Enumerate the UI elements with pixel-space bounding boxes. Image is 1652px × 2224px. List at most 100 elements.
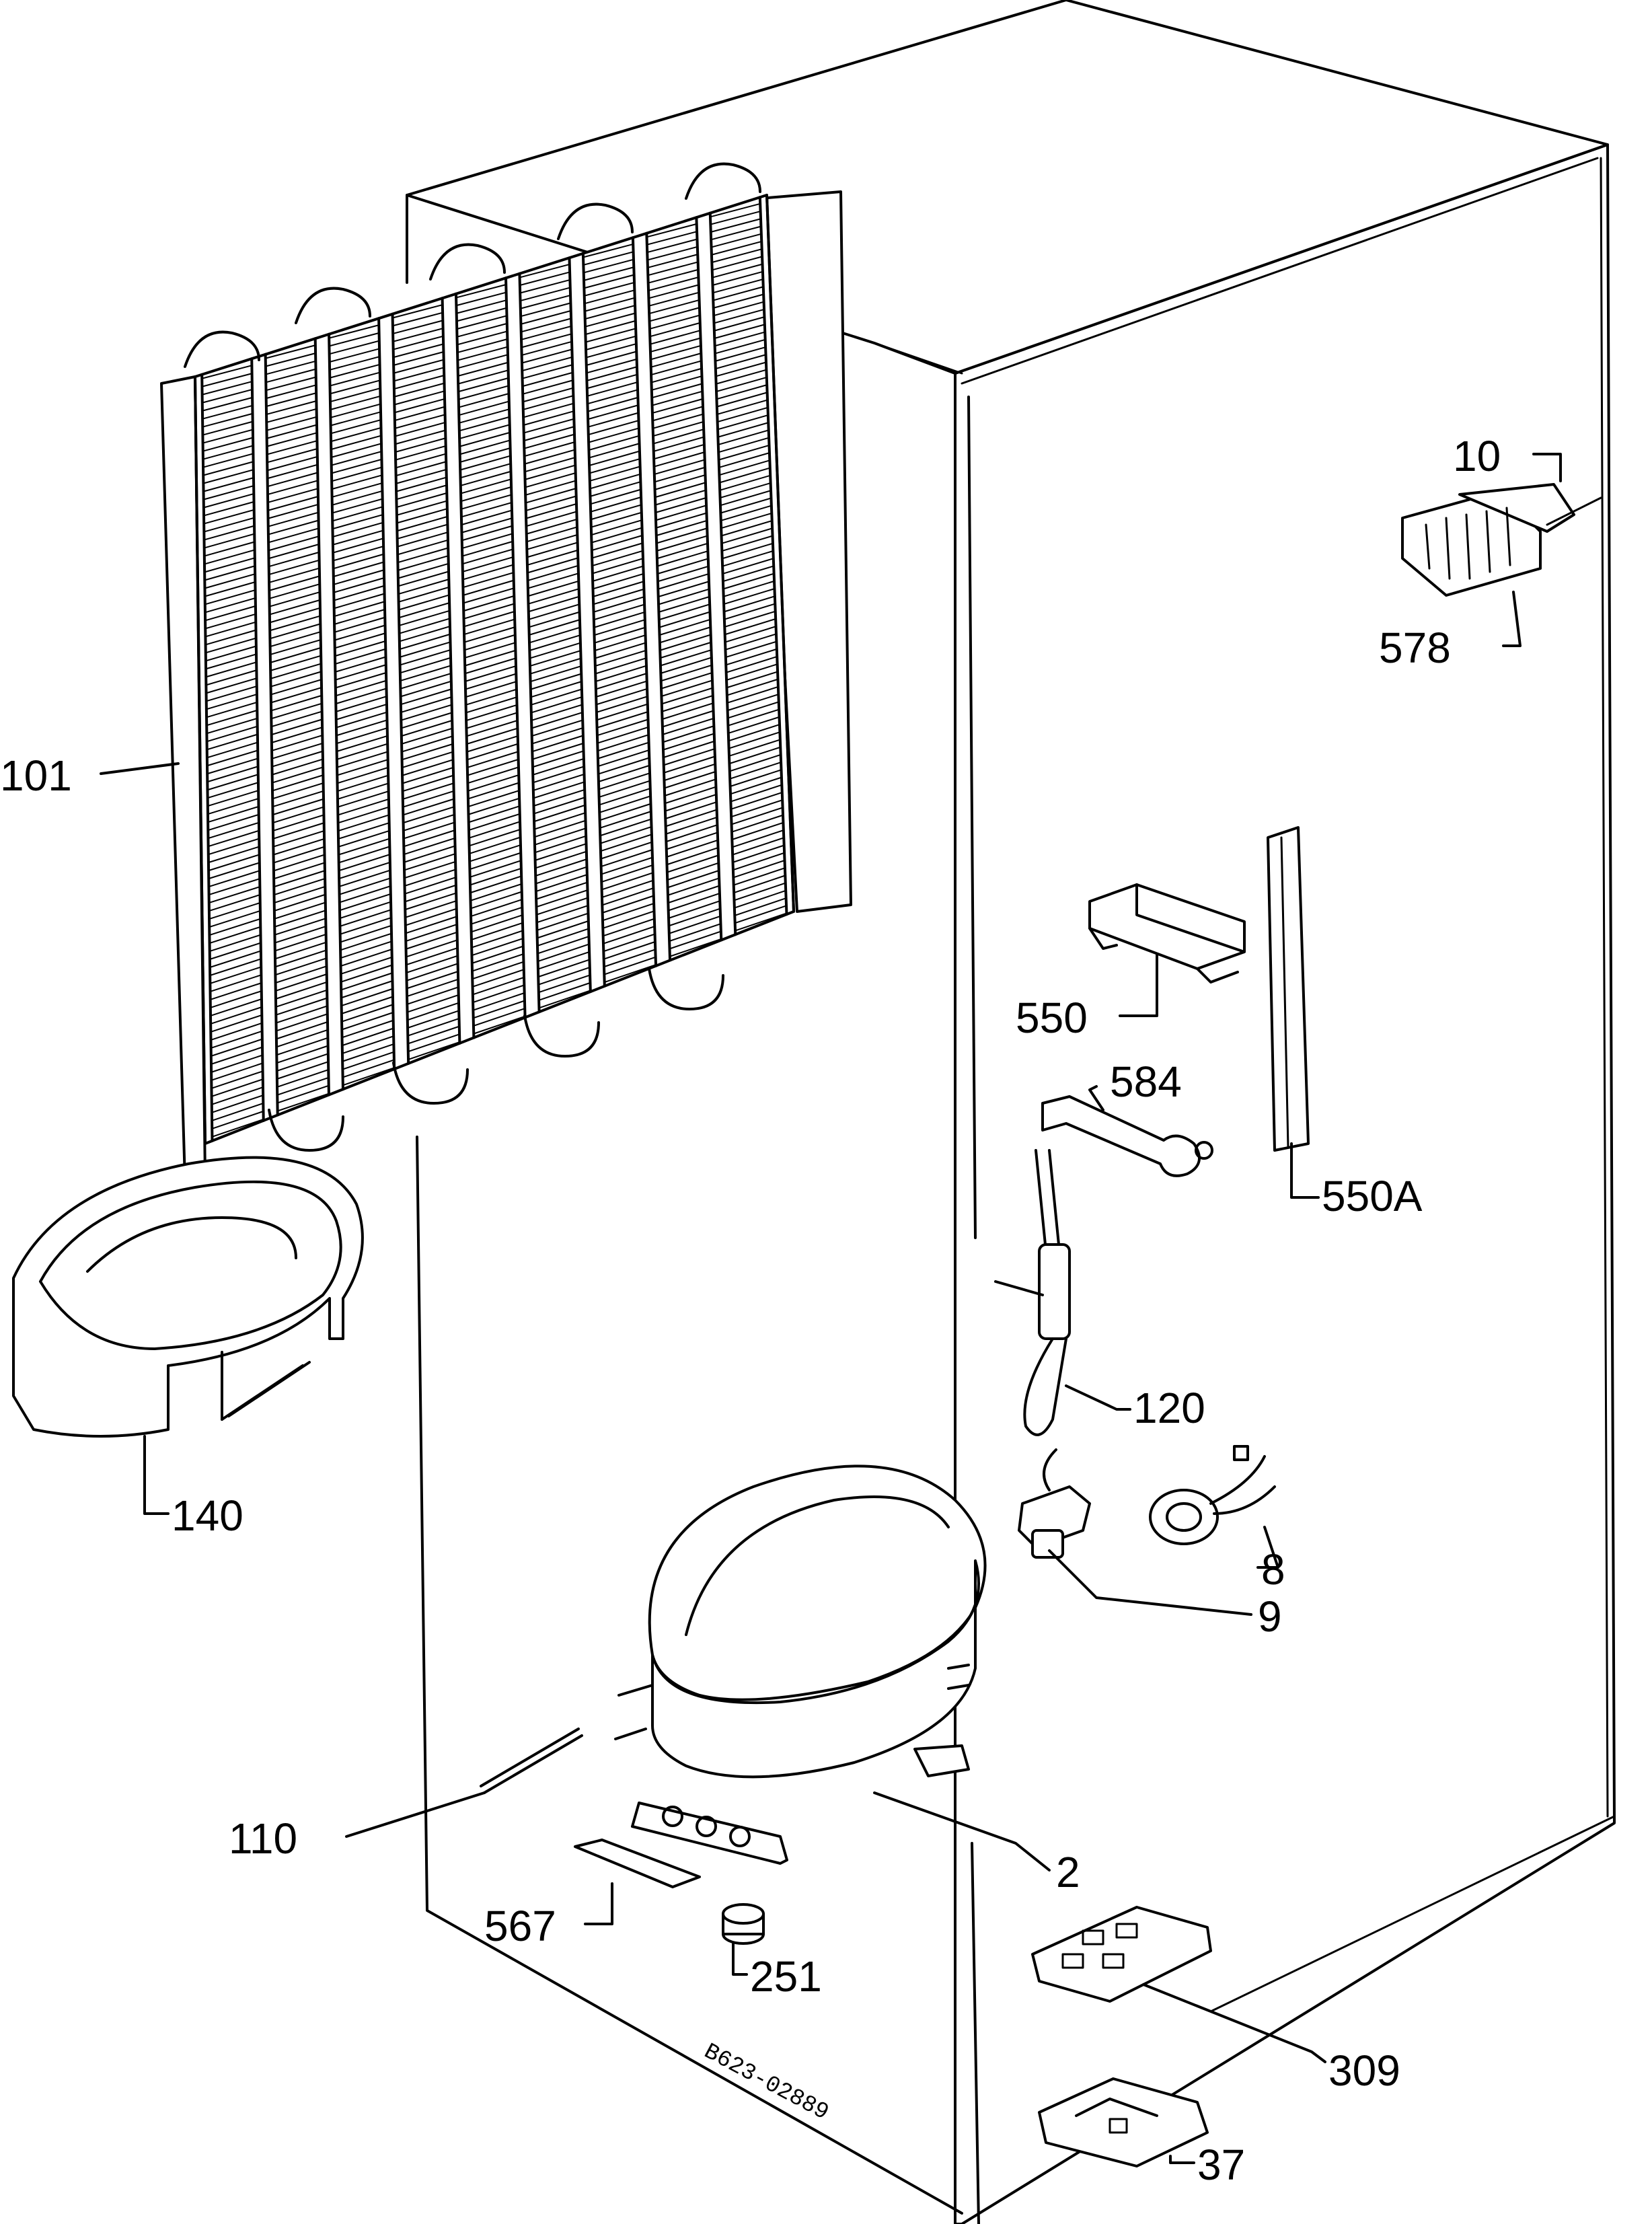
condenser-fin-line bbox=[472, 914, 522, 932]
condenser-fin-line bbox=[730, 777, 781, 794]
condenser-fin-line bbox=[339, 862, 389, 879]
condenser-fin-line bbox=[595, 611, 644, 628]
condenser-fin-line bbox=[593, 550, 642, 566]
condenser-fin-line bbox=[209, 838, 259, 855]
condenser-fin-line bbox=[467, 728, 517, 745]
condenser-fin-line bbox=[210, 934, 260, 952]
condenser-fin-line bbox=[470, 860, 521, 878]
condenser-fin-line bbox=[459, 369, 508, 385]
condenser-fin-line bbox=[270, 647, 321, 663]
condenser-fin-line bbox=[731, 792, 782, 810]
condenser-fin-line bbox=[407, 963, 457, 981]
condenser-fin-line bbox=[276, 998, 327, 1016]
condenser-fin-line bbox=[524, 410, 574, 426]
condenser-fin-line bbox=[732, 815, 783, 833]
condenser-fin-line bbox=[529, 619, 579, 636]
condenser-fin-line bbox=[404, 845, 455, 863]
condenser-fin-line bbox=[670, 938, 721, 957]
condenser-fin-line bbox=[527, 550, 577, 566]
condenser-fin-line bbox=[725, 618, 776, 635]
callout-584: 584 bbox=[1110, 1058, 1182, 1106]
condenser-fin-line bbox=[470, 829, 520, 846]
condenser-fin-line bbox=[664, 741, 714, 758]
condenser-fin-line bbox=[523, 387, 573, 402]
condenser-fin-line bbox=[656, 513, 706, 529]
condenser-fin-line bbox=[601, 857, 652, 875]
condenser-fin-line bbox=[593, 558, 642, 574]
condenser-fin-line bbox=[405, 885, 455, 902]
condenser-fin-line bbox=[525, 434, 574, 449]
condenser-fin-line bbox=[652, 383, 702, 398]
condenser-fin-line bbox=[537, 913, 588, 931]
condenser-fin-line bbox=[398, 540, 447, 556]
condenser-fin-line bbox=[732, 807, 782, 825]
condenser-fin-line bbox=[459, 401, 509, 416]
condenser-fin-line bbox=[399, 594, 449, 611]
condenser-fin-line bbox=[602, 880, 653, 898]
condenser-fin-line bbox=[724, 573, 774, 590]
condenser-fin-line bbox=[521, 302, 570, 317]
condenser-fin-line bbox=[396, 422, 445, 437]
condenser-fin-line bbox=[599, 749, 648, 767]
condenser-fin-line bbox=[463, 541, 513, 557]
condenser-tube-line bbox=[504, 276, 527, 1019]
callout-2: 2 bbox=[1056, 1848, 1080, 1896]
condenser-fin-line bbox=[408, 1018, 459, 1037]
overload-protector-8 bbox=[1149, 1445, 1276, 1545]
condenser-fin-line bbox=[268, 480, 317, 495]
condenser-fin-line bbox=[333, 529, 383, 546]
condenser-fin-line bbox=[211, 1047, 262, 1065]
condenser-fin-line bbox=[525, 464, 575, 480]
condenser-fin-line bbox=[587, 359, 636, 374]
condenser-fin-line bbox=[272, 735, 322, 751]
condenser-fin-line bbox=[597, 704, 647, 720]
condenser-fin-line bbox=[591, 496, 641, 513]
condenser-fin-line bbox=[525, 472, 575, 488]
condenser-fin-line bbox=[714, 293, 763, 309]
condenser-fin-line bbox=[465, 650, 515, 667]
condenser-fin-line bbox=[530, 634, 580, 651]
thermostat-sensor-120 bbox=[994, 1149, 1071, 1436]
condenser-fin-line bbox=[713, 279, 763, 293]
condenser-fin-line bbox=[720, 482, 770, 498]
condenser-fin-line bbox=[398, 516, 447, 531]
condenser-fin-line bbox=[277, 1045, 328, 1064]
condenser-fin-line bbox=[531, 673, 581, 690]
condenser-fin-line bbox=[393, 336, 443, 350]
condenser-fin-line bbox=[334, 561, 383, 577]
condenser-fin-line bbox=[266, 400, 316, 415]
condenser-fin-line bbox=[402, 751, 453, 768]
condenser-fin-line bbox=[336, 656, 385, 673]
condenser-fin-line bbox=[733, 845, 784, 863]
condenser-fin-line bbox=[204, 461, 253, 476]
condenser-fin-line bbox=[720, 459, 769, 476]
condenser-fin-line bbox=[665, 771, 715, 789]
condenser-fin-line bbox=[531, 681, 581, 698]
condenser-fin-line bbox=[278, 1077, 328, 1096]
condenser-fin-line bbox=[342, 1004, 393, 1023]
condenser-fin-line bbox=[338, 814, 389, 831]
condenser-tube-line bbox=[518, 272, 541, 1014]
condenser-fin-line bbox=[275, 918, 326, 936]
condenser-fin-line bbox=[589, 412, 638, 428]
condenser-fin-line bbox=[521, 287, 570, 301]
condenser-fin-line bbox=[212, 1062, 262, 1081]
condenser-fin-line bbox=[339, 838, 389, 856]
condenser-fin-line bbox=[460, 447, 510, 463]
condenser-fin-line bbox=[277, 1069, 328, 1088]
condenser-fin-line bbox=[401, 681, 451, 698]
condenser-fin-line bbox=[473, 961, 523, 979]
condenser-fin-line bbox=[585, 274, 634, 289]
condenser-fin-line bbox=[205, 605, 255, 622]
condenser-fin-line bbox=[539, 982, 590, 1001]
condenser-fin-line bbox=[539, 974, 590, 993]
condenser-fin-line bbox=[396, 453, 446, 469]
condenser-fin-line bbox=[393, 343, 443, 358]
condenser-fin-line bbox=[659, 589, 709, 605]
condenser-fin-line bbox=[525, 449, 574, 465]
condenser-fin-line bbox=[465, 634, 515, 651]
condenser-fin-line bbox=[272, 743, 322, 759]
condenser-fin-line bbox=[340, 901, 391, 919]
condenser-tube-line bbox=[328, 332, 344, 1091]
condenser-fin-line bbox=[527, 534, 577, 550]
